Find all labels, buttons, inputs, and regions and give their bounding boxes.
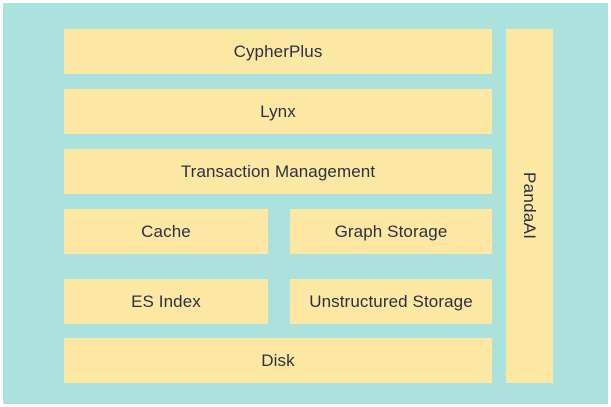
block-label: CypherPlus — [233, 42, 323, 61]
block-graph-storage[interactable]: Graph Storage — [290, 209, 492, 254]
block-unstructured-storage[interactable]: Unstructured Storage — [290, 279, 492, 324]
block-label: Unstructured Storage — [309, 292, 473, 311]
block-label: Cache — [141, 222, 191, 241]
block-cypherplus[interactable]: CypherPlus — [64, 29, 492, 74]
block-disk[interactable]: Disk — [64, 338, 492, 383]
block-es-index[interactable]: ES Index — [64, 279, 268, 324]
block-label: Transaction Management — [180, 162, 376, 181]
block-label: Lynx — [260, 102, 296, 121]
block-lynx[interactable]: Lynx — [64, 89, 492, 134]
side-panel-label: PandaAI — [520, 172, 539, 240]
block-label: Graph Storage — [334, 222, 448, 241]
block-label: ES Index — [131, 292, 201, 311]
block-pandaai-side-panel[interactable]: PandaAI — [506, 29, 553, 383]
block-transaction-management[interactable]: Transaction Management — [64, 149, 492, 194]
block-cache[interactable]: Cache — [64, 209, 268, 254]
block-label: Disk — [261, 351, 295, 370]
